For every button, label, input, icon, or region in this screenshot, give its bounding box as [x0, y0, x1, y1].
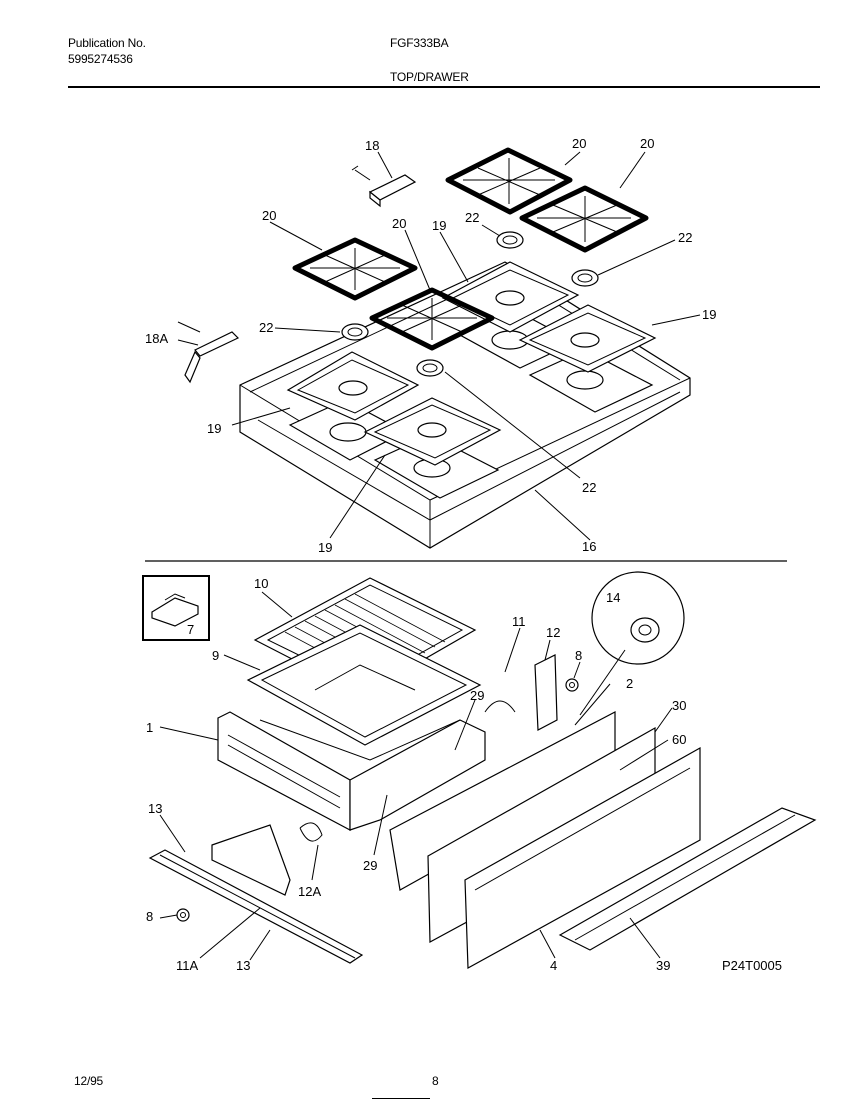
- drip-pans-19: [286, 261, 657, 466]
- leader-lines-top: [177, 151, 701, 541]
- side-rail-13: [148, 849, 364, 964]
- callout-13: 13: [148, 801, 162, 816]
- callout-22: 22: [259, 320, 273, 335]
- callout-29: 29: [470, 688, 484, 703]
- callout-10: 10: [254, 576, 268, 591]
- bracket-18: [351, 165, 417, 208]
- section-title: TOP/DRAWER: [390, 70, 469, 84]
- callout-22: 22: [678, 230, 692, 245]
- bracket-12a: [211, 822, 323, 896]
- drawer-handle-39: [558, 807, 817, 951]
- callout-12: 12: [546, 625, 560, 640]
- callout-22: 22: [465, 210, 479, 225]
- footer-date: 12/95: [74, 1074, 104, 1088]
- model-number: FGF333BA: [390, 36, 449, 50]
- callout-16: 16: [582, 539, 596, 554]
- callout-11a: 11A: [176, 958, 198, 973]
- callout-19: 19: [318, 540, 332, 555]
- callout-22: 22: [582, 480, 596, 495]
- callout-8: 8: [575, 648, 582, 663]
- bracket-18a: [177, 321, 240, 384]
- callout-14: 14: [606, 590, 620, 605]
- broiler-drawer-body-1: [217, 711, 486, 831]
- callout-7: 7: [187, 622, 194, 637]
- header-rule: [68, 86, 820, 88]
- callout-8: 8: [146, 909, 153, 924]
- callout-13: 13: [236, 958, 250, 973]
- broiler-pan-9: [246, 624, 482, 746]
- callout-12a: 12A: [298, 884, 321, 899]
- nut-8: [565, 678, 579, 692]
- callout-60: 60: [672, 732, 686, 747]
- callout-19: 19: [207, 421, 221, 436]
- callout-11: 11: [512, 614, 526, 629]
- callout-19: 19: [432, 218, 446, 233]
- burner-rings-22: [341, 231, 599, 377]
- callout-18a: 18A: [145, 331, 168, 346]
- callout-20: 20: [262, 208, 276, 223]
- footer-rule: [372, 1098, 430, 1099]
- callout-20: 20: [572, 136, 586, 151]
- inset-box-7: [142, 575, 210, 641]
- callout-18: 18: [365, 138, 379, 153]
- leader-lines-bottom: [159, 591, 673, 961]
- callout-19: 19: [702, 307, 716, 322]
- burner-grates-20: [292, 147, 649, 351]
- diagram-code: P24T0005: [722, 958, 782, 973]
- page-number: 8: [432, 1074, 439, 1088]
- callout-20: 20: [392, 216, 406, 231]
- callout-2: 2: [626, 676, 633, 691]
- callout-9: 9: [212, 648, 219, 663]
- callout-30: 30: [672, 698, 686, 713]
- callout-29: 29: [363, 858, 377, 873]
- inset-circle-14: [591, 571, 685, 665]
- bracket-11-12: [484, 654, 558, 731]
- callout-20: 20: [640, 136, 654, 151]
- callout-39: 39: [656, 958, 670, 973]
- publication-label: Publication No.: [68, 36, 146, 50]
- drawer-front-4: [464, 746, 701, 969]
- callout-1: 1: [146, 720, 153, 735]
- callout-4: 4: [550, 958, 557, 973]
- publication-number: 5995274536: [68, 52, 133, 66]
- nut-8-lower: [176, 908, 190, 922]
